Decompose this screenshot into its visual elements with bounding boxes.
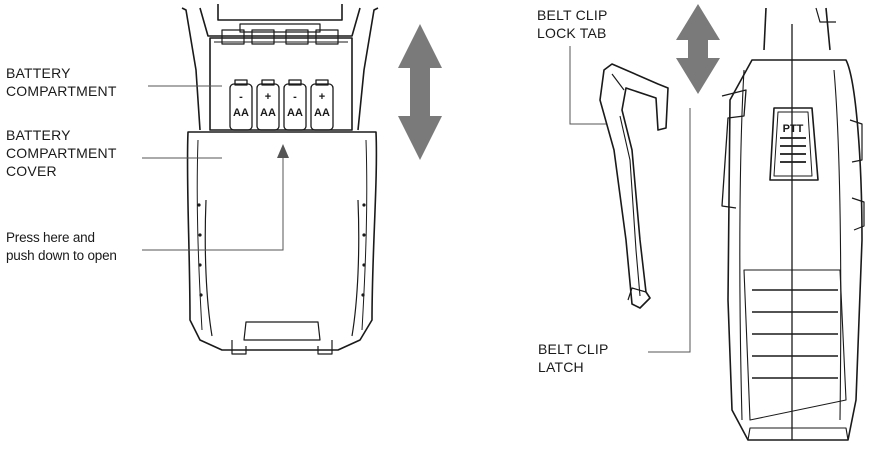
battery-type-label: AA [314, 107, 330, 119]
leader-press-here [142, 150, 284, 251]
battery-type-label: AA [260, 107, 276, 119]
battery-compartment-cover[interactable] [186, 131, 378, 351]
label-line: BELT CLIP [538, 341, 609, 357]
belt-clip-body[interactable] [599, 63, 669, 309]
label-battery-compartment-cover: BATTERY COMPARTMENT COVER [6, 126, 117, 180]
radio-side-view [721, 7, 865, 441]
battery-contacts [221, 23, 339, 45]
radio-display-frame [217, 4, 343, 21]
radio-body-top-curve [199, 7, 361, 37]
battery-cell [229, 83, 253, 131]
battery-compartment [209, 37, 353, 131]
battery-type-label: AA [233, 107, 249, 119]
ptt-label: PTT [783, 123, 804, 135]
radio-body-right-edge [357, 7, 379, 131]
cover-side-dots [197, 203, 366, 297]
battery-polarity: - [293, 91, 297, 103]
label-line: LATCH [538, 359, 584, 375]
left-leader-lines [142, 85, 284, 251]
label-line: BATTERY [6, 65, 71, 81]
cover-bottom-grip [243, 321, 321, 341]
grip-panel [743, 269, 847, 421]
label-line: LOCK TAB [537, 25, 607, 41]
ptt-grip-lines [780, 137, 806, 163]
attached-belt-clip [721, 89, 747, 209]
ptt-button[interactable] [769, 107, 819, 181]
battery-polarity: + [319, 91, 325, 103]
label-line: COVER [6, 163, 57, 179]
label-line: COMPARTMENT [6, 83, 117, 99]
battery-type-label: AA [287, 107, 303, 119]
battery-cell [256, 83, 280, 131]
battery-polarity: - [239, 91, 243, 103]
press-point-arrowhead [277, 144, 289, 158]
grip-ribs [752, 289, 838, 379]
belt-clip-latch[interactable] [627, 287, 647, 301]
belt-clip [599, 63, 669, 309]
label-belt-clip-lock-tab: BELT CLIP LOCK TAB [537, 6, 608, 42]
middle-leader-lines [569, 46, 691, 353]
battery-cells [229, 79, 334, 131]
battery-cell [283, 83, 307, 131]
label-line: push down to open [6, 248, 117, 263]
label-belt-clip-latch: BELT CLIP LATCH [538, 340, 609, 376]
battery-cell [310, 83, 334, 131]
label-line: Press here and [6, 230, 95, 245]
label-line: BELT CLIP [537, 7, 608, 23]
label-line: BATTERY [6, 127, 71, 143]
radio-body-left-edge [181, 7, 201, 131]
slide-direction-arrow-left [398, 24, 442, 160]
label-battery-compartment: BATTERY COMPARTMENT [6, 64, 117, 100]
radio-back-view [181, 4, 379, 355]
label-line: COMPARTMENT [6, 145, 117, 161]
leader-lock-tab [569, 46, 606, 125]
leader-latch [648, 108, 691, 353]
battery-polarity: + [265, 91, 271, 103]
slide-direction-arrow-right [676, 4, 720, 94]
label-press-instruction: Press here and push down to open [6, 229, 117, 265]
